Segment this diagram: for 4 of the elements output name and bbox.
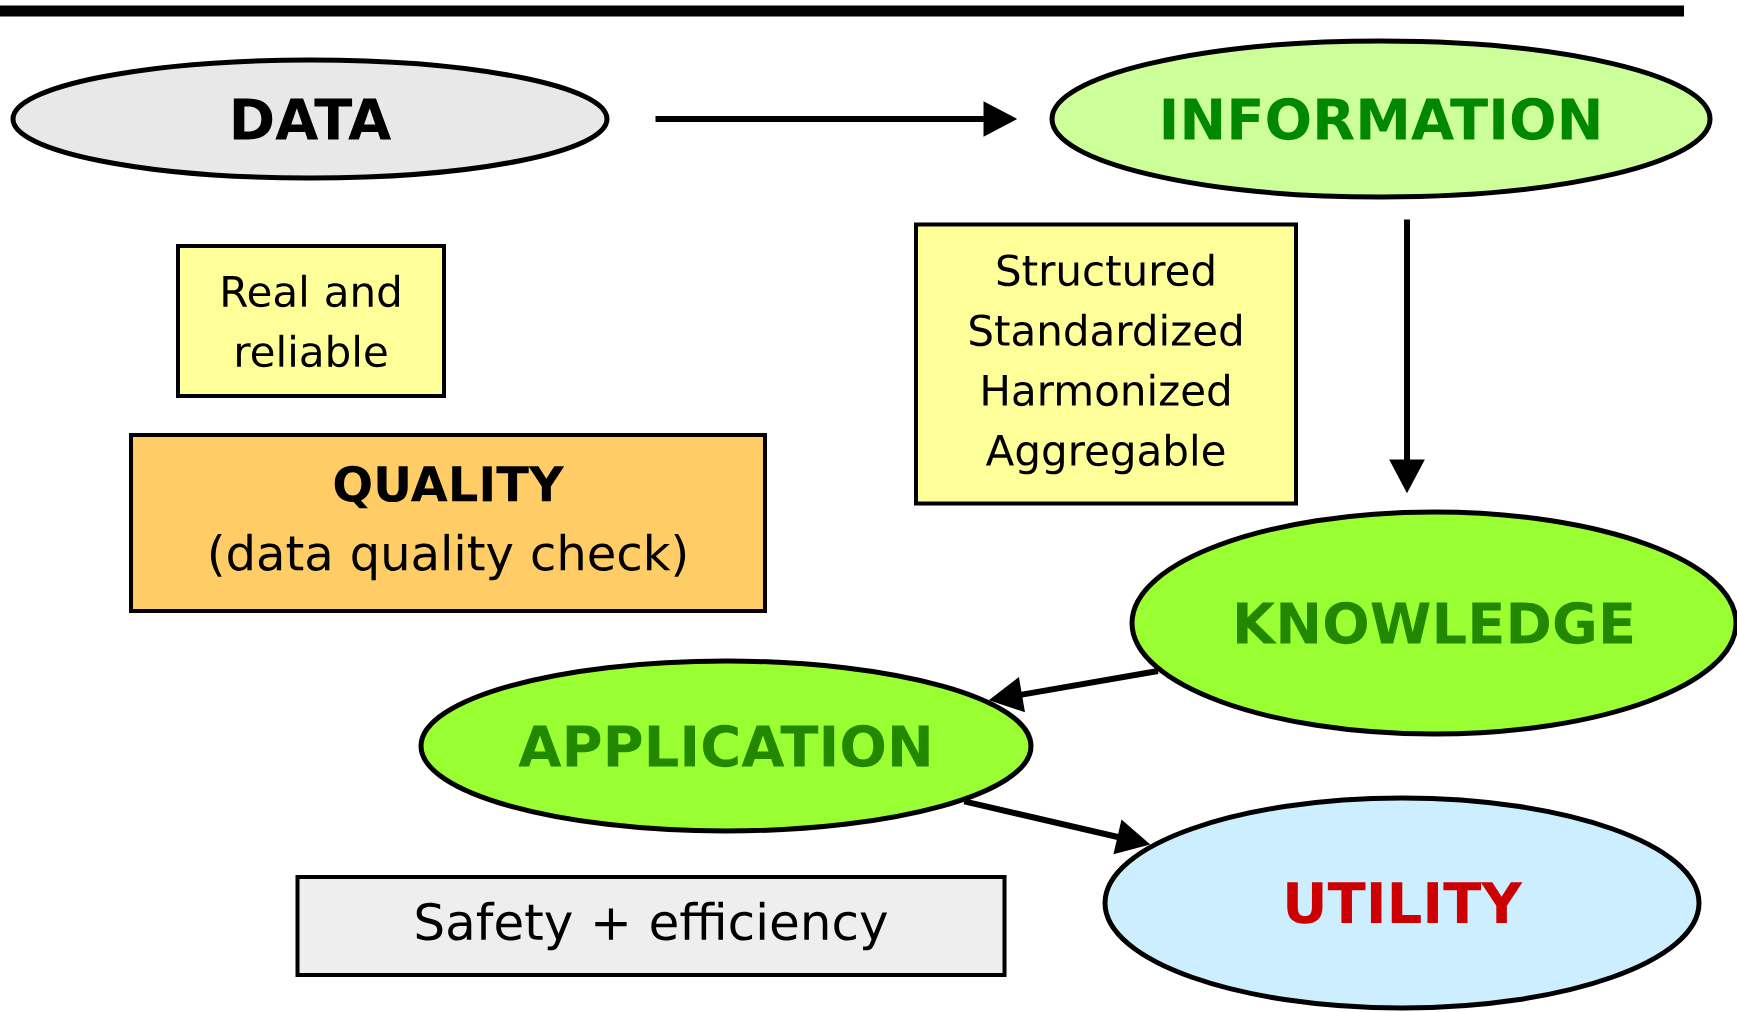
note-box: Structured Standardized Harmonized Aggregable [914, 222, 1298, 506]
quality-box: QUALITY (data quality check) [129, 433, 767, 613]
note-box: Safety + efficiency [295, 875, 1007, 977]
note-box: Real and reliable [176, 244, 446, 398]
